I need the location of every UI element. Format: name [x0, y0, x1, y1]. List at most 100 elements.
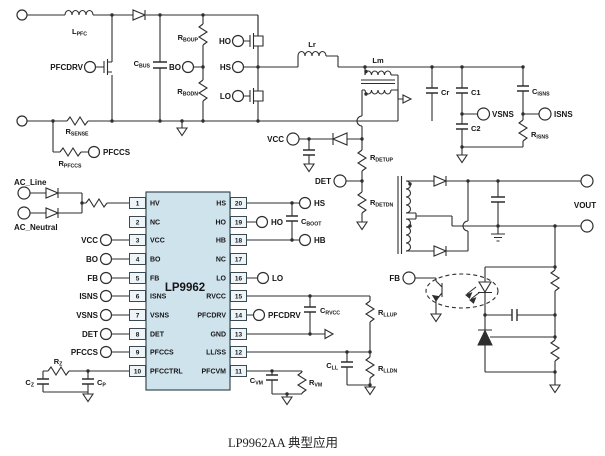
- label-cz: CZ: [25, 378, 34, 389]
- pin-num-14: 14: [235, 313, 243, 320]
- label-lo-top: LO: [220, 92, 231, 101]
- pin-num-7: 7: [136, 313, 140, 320]
- pin-name-nc-right: NC: [216, 257, 226, 264]
- label-ac-line: AC_Line: [14, 178, 47, 187]
- resistor-risns: [517, 119, 529, 142]
- figure-caption: LP9962AA 典型应用: [228, 435, 338, 450]
- pin-num-3: 3: [136, 238, 140, 245]
- wires-vcc-det: [299, 138, 363, 222]
- label-rsense: RSENSE: [65, 127, 89, 138]
- inductor-lr: [297, 50, 327, 57]
- pin-box-11: [230, 365, 247, 377]
- wires-compensation: [42, 370, 130, 394]
- diode-ac-line: [45, 187, 60, 199]
- label-pfcdrv-out: PFCDRV: [268, 311, 301, 320]
- capacitor-c1: [456, 87, 468, 94]
- capacitor-cisns: [517, 85, 529, 92]
- capacitor-crvcc: [304, 306, 316, 313]
- mosfet-lo: [249, 67, 264, 121]
- capacitor-cr: [426, 87, 438, 94]
- tl431-shunt-regulator: [477, 329, 493, 346]
- transformer-secondary: [397, 176, 412, 254]
- label-vsns-pin: VSNS: [76, 311, 98, 320]
- ground-bus: [175, 127, 189, 137]
- resistor-rpfccs: [59, 146, 82, 158]
- terminal-vcc-mid: [286, 132, 300, 146]
- pin-name-hv: HV: [150, 201, 160, 208]
- label-rboup: RBOUP: [178, 33, 199, 44]
- pin-box-10: [129, 365, 146, 377]
- terminal-vcc-pin: [99, 233, 113, 247]
- capacitor-cboot: [286, 215, 298, 222]
- terminal-ac-neutral: [17, 206, 31, 220]
- grounds: [81, 94, 562, 406]
- inductor-lpfc: [64, 9, 94, 16]
- terminal-isns-pin: [99, 289, 113, 303]
- pin-name-fb: FB: [150, 276, 159, 283]
- ground-rdetdn: [355, 221, 369, 231]
- terminal-bo-pin: [99, 252, 113, 266]
- pin-name-vcc: VCC: [150, 238, 165, 245]
- pin-num-20: 20: [235, 201, 243, 208]
- transformer-lm: [361, 69, 395, 96]
- pin-num-19: 19: [235, 220, 243, 227]
- pin-num-2: 2: [136, 220, 140, 227]
- resistor-ac-hv: [85, 197, 108, 209]
- label-lm: Lm: [372, 56, 384, 65]
- label-det-pin: DET: [82, 330, 98, 339]
- resistor-rllup: [364, 300, 376, 323]
- resistor-rdetup: [356, 149, 368, 172]
- pin-num-11: 11: [235, 369, 242, 376]
- pin-name-pfcvm: PFCVM: [202, 369, 227, 376]
- pin-box-14: [230, 309, 247, 321]
- pin-num-9: 9: [136, 350, 140, 357]
- label-rdetdn: RDETDN: [370, 198, 394, 209]
- label-bo-pin: BO: [86, 255, 98, 264]
- pin-num-6: 6: [136, 294, 140, 301]
- label-pfcdrv-top: PFCDRV: [50, 63, 83, 72]
- label-lr: Lr: [308, 40, 316, 49]
- pin-name-llss: LL/SS: [206, 350, 226, 357]
- label-isns-pin: ISNS: [79, 292, 98, 301]
- capacitor-cvm: [266, 374, 278, 381]
- label-hs-out: HS: [314, 199, 326, 208]
- label-cll: CLL: [326, 361, 339, 372]
- label-crvcc: CRVCC: [320, 306, 340, 317]
- ground-vcc-cap: [302, 163, 316, 173]
- terminal-pfcdrv-out: [252, 308, 266, 322]
- pin-box-20: [230, 197, 247, 209]
- terminal-pfccs-left: [87, 145, 101, 159]
- resistor-rz: [47, 365, 70, 377]
- pin-box-15: [230, 290, 247, 302]
- wires-secondary: [406, 180, 581, 252]
- label-ho-top: HO: [219, 37, 231, 46]
- label-rpfccs: RPFCCS: [58, 159, 82, 170]
- capacitor-cp: [82, 378, 94, 385]
- ground-rlldn: [363, 386, 377, 396]
- terminal-lo-top: [231, 89, 245, 103]
- label-rz: RZ: [54, 357, 63, 368]
- pin-name-rvcc: RVCC: [206, 294, 226, 301]
- terminal-vout-minus: [580, 219, 594, 233]
- terminal-input-top: [16, 9, 28, 21]
- label-vcc-mid: VCC: [267, 135, 284, 144]
- resistor-rdetdn: [356, 191, 368, 214]
- ground-sense-arrow: [455, 154, 469, 164]
- pin-box-18: [230, 234, 247, 246]
- opto-light-ray-2: [470, 291, 481, 300]
- label-risns: RISNS: [531, 130, 549, 141]
- capacitor-vcc: [303, 149, 315, 156]
- terminal-pfccs-pin: [99, 345, 113, 359]
- resistor-rsense: [66, 115, 89, 127]
- label-pfccs-left: PFCCS: [103, 148, 131, 157]
- pin-name-vsns: VSNS: [150, 313, 169, 320]
- ic-name: LP9962: [165, 282, 205, 294]
- pin-name-pfcdrv: PFCDRV: [197, 313, 226, 320]
- label-isns: ISNS: [554, 110, 573, 119]
- pin-num-8: 8: [136, 332, 140, 339]
- opto-led: [478, 281, 492, 294]
- ground-opto: [429, 313, 443, 323]
- label-rllup: RLLUP: [378, 308, 398, 319]
